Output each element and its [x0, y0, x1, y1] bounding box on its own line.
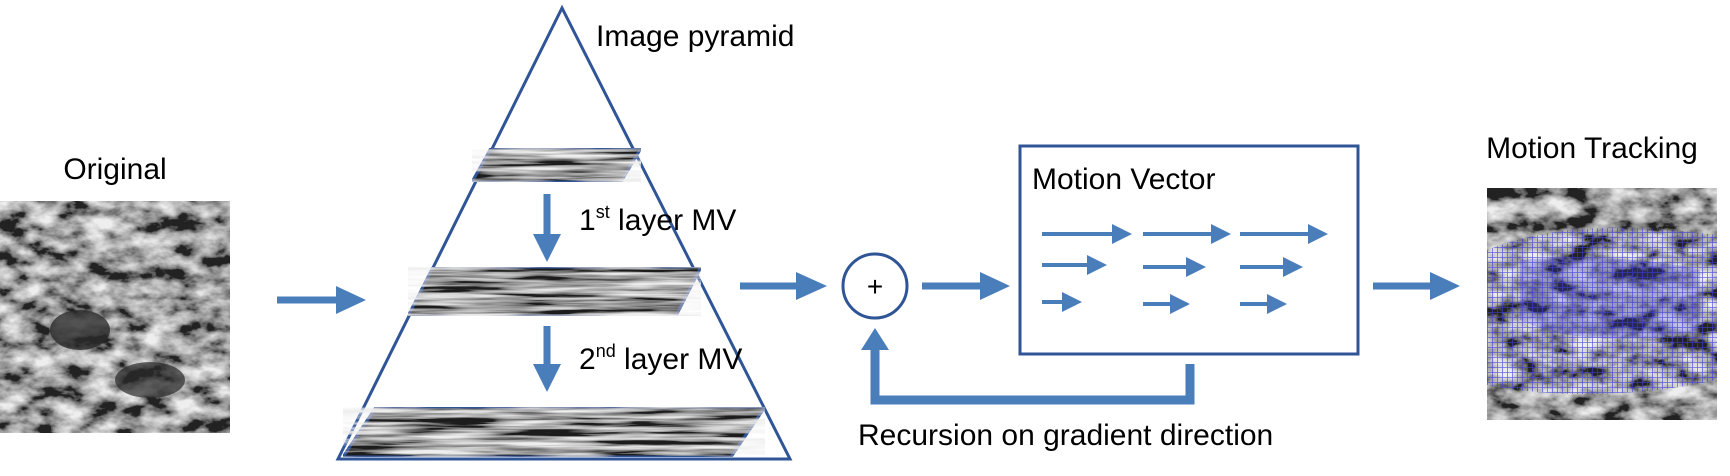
original-label: Original — [63, 153, 166, 186]
original-image — [0, 201, 230, 433]
image-pyramid-label: Image pyramid — [596, 20, 794, 53]
motion-vector-box — [1018, 144, 1360, 356]
motion-tracking-image — [1487, 188, 1717, 420]
layer1-mv-label: 1st layer MV — [579, 202, 736, 237]
motion-vector-arrows — [1042, 224, 1328, 314]
right-arrow-icon — [1240, 257, 1303, 277]
right-arrow-icon — [1240, 294, 1287, 314]
motion-vector-label: Motion Vector — [1032, 163, 1215, 196]
right-arrow-icon — [1143, 257, 1206, 277]
right-arrow-icon — [1042, 255, 1107, 275]
recursion-feedback-arrow — [861, 328, 1195, 405]
right-arrow-icon — [740, 272, 827, 300]
pyramid-layer-bottom — [340, 405, 768, 459]
recursion-label: Recursion on gradient direction — [858, 419, 1273, 452]
right-arrow-icon — [1143, 224, 1231, 244]
plus-circle-icon: + — [841, 252, 909, 320]
motion-tracking-label: Motion Tracking — [1486, 132, 1698, 165]
right-arrow-icon — [1042, 224, 1132, 244]
svg-text:+: + — [867, 271, 883, 302]
right-arrow-icon — [277, 286, 366, 314]
right-arrow-icon — [922, 272, 1010, 300]
layer2-mv-label: 2nd layer MV — [579, 341, 742, 376]
image-pyramid-triangle — [335, 4, 793, 461]
down-arrow-icon — [533, 194, 561, 262]
pyramid-layer-middle — [405, 265, 704, 318]
right-arrow-icon — [1240, 224, 1328, 244]
right-arrow-icon — [1042, 292, 1082, 312]
pyramid-layer-top — [469, 146, 644, 184]
right-arrow-icon — [1373, 272, 1460, 300]
down-arrow-icon — [533, 326, 561, 392]
right-arrow-icon — [1143, 294, 1190, 314]
